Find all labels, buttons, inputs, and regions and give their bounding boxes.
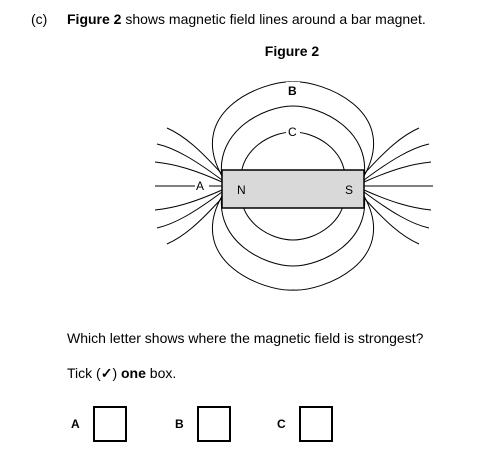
field-line-outer-bottom	[212, 195, 374, 291]
option-a: A	[71, 404, 127, 444]
bar-magnet-figure: N S A B C	[154, 81, 433, 291]
option-b: B	[175, 404, 231, 444]
field-line-left-top-1	[156, 143, 223, 181]
figure-title: Figure 2	[264, 43, 320, 59]
instruction-end: box.	[145, 365, 177, 381]
field-line-inner-bottom	[240, 193, 346, 241]
pole-label-north: N	[237, 183, 246, 197]
question-text-rest: shows magnetic field lines around a bar …	[121, 11, 426, 27]
field-line-left-top-2	[154, 161, 223, 183]
bar-magnet	[221, 169, 365, 209]
check-mark-icon: ✓	[100, 365, 113, 381]
field-line-right-top-2	[363, 161, 432, 183]
question-text: Figure 2 shows magnetic field lines arou…	[67, 11, 426, 27]
field-line-left-bottom-2	[154, 189, 223, 211]
field-line-left-top-3	[166, 127, 223, 175]
option-c: C	[277, 404, 333, 444]
option-c-label: C	[277, 417, 286, 431]
marker-c: C	[288, 125, 297, 139]
pole-label-south: S	[345, 183, 353, 197]
field-line-right-bottom-3	[363, 197, 420, 245]
option-b-checkbox[interactable]	[197, 406, 231, 442]
instruction-emphasis: one	[121, 365, 146, 381]
field-line-right-top-3	[363, 127, 420, 175]
field-line-right-top-1	[363, 143, 430, 181]
field-line-left-bottom-1	[156, 191, 223, 229]
field-line-middle-bottom	[220, 193, 366, 267]
instruction-tick: Tick (	[67, 365, 101, 381]
field-line-middle-top	[220, 105, 366, 179]
option-b-label: B	[175, 417, 184, 431]
field-line-left-bottom-3	[166, 197, 223, 245]
field-line-right-bottom-2	[363, 189, 432, 211]
instruction-close: )	[112, 365, 121, 381]
marker-b: B	[288, 84, 297, 98]
option-a-label: A	[71, 417, 80, 431]
marker-a: A	[196, 179, 204, 193]
question-part-label: (c)	[31, 11, 48, 27]
question-prompt: Which letter shows where the magnetic fi…	[67, 330, 424, 346]
tick-instruction: Tick (✓) one box.	[67, 365, 176, 382]
option-a-checkbox[interactable]	[93, 406, 127, 442]
option-c-checkbox[interactable]	[299, 406, 333, 442]
field-line-right-bottom-1	[363, 191, 430, 229]
figure-reference: Figure 2	[67, 11, 122, 27]
